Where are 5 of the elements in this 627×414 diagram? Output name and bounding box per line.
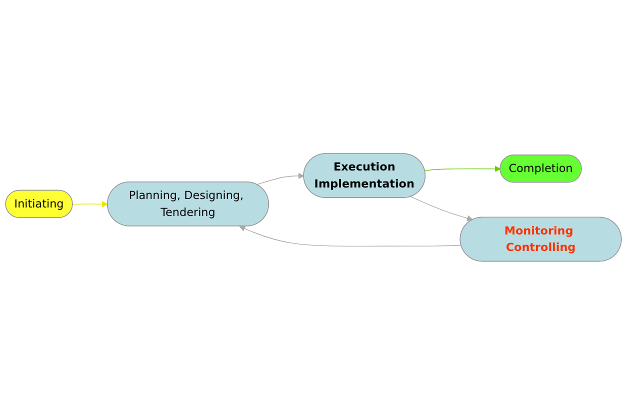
arrow — [72, 200, 108, 207]
arrow — [239, 225, 462, 246]
arrow — [256, 172, 304, 184]
arrow — [410, 196, 473, 221]
arrow — [424, 165, 501, 172]
